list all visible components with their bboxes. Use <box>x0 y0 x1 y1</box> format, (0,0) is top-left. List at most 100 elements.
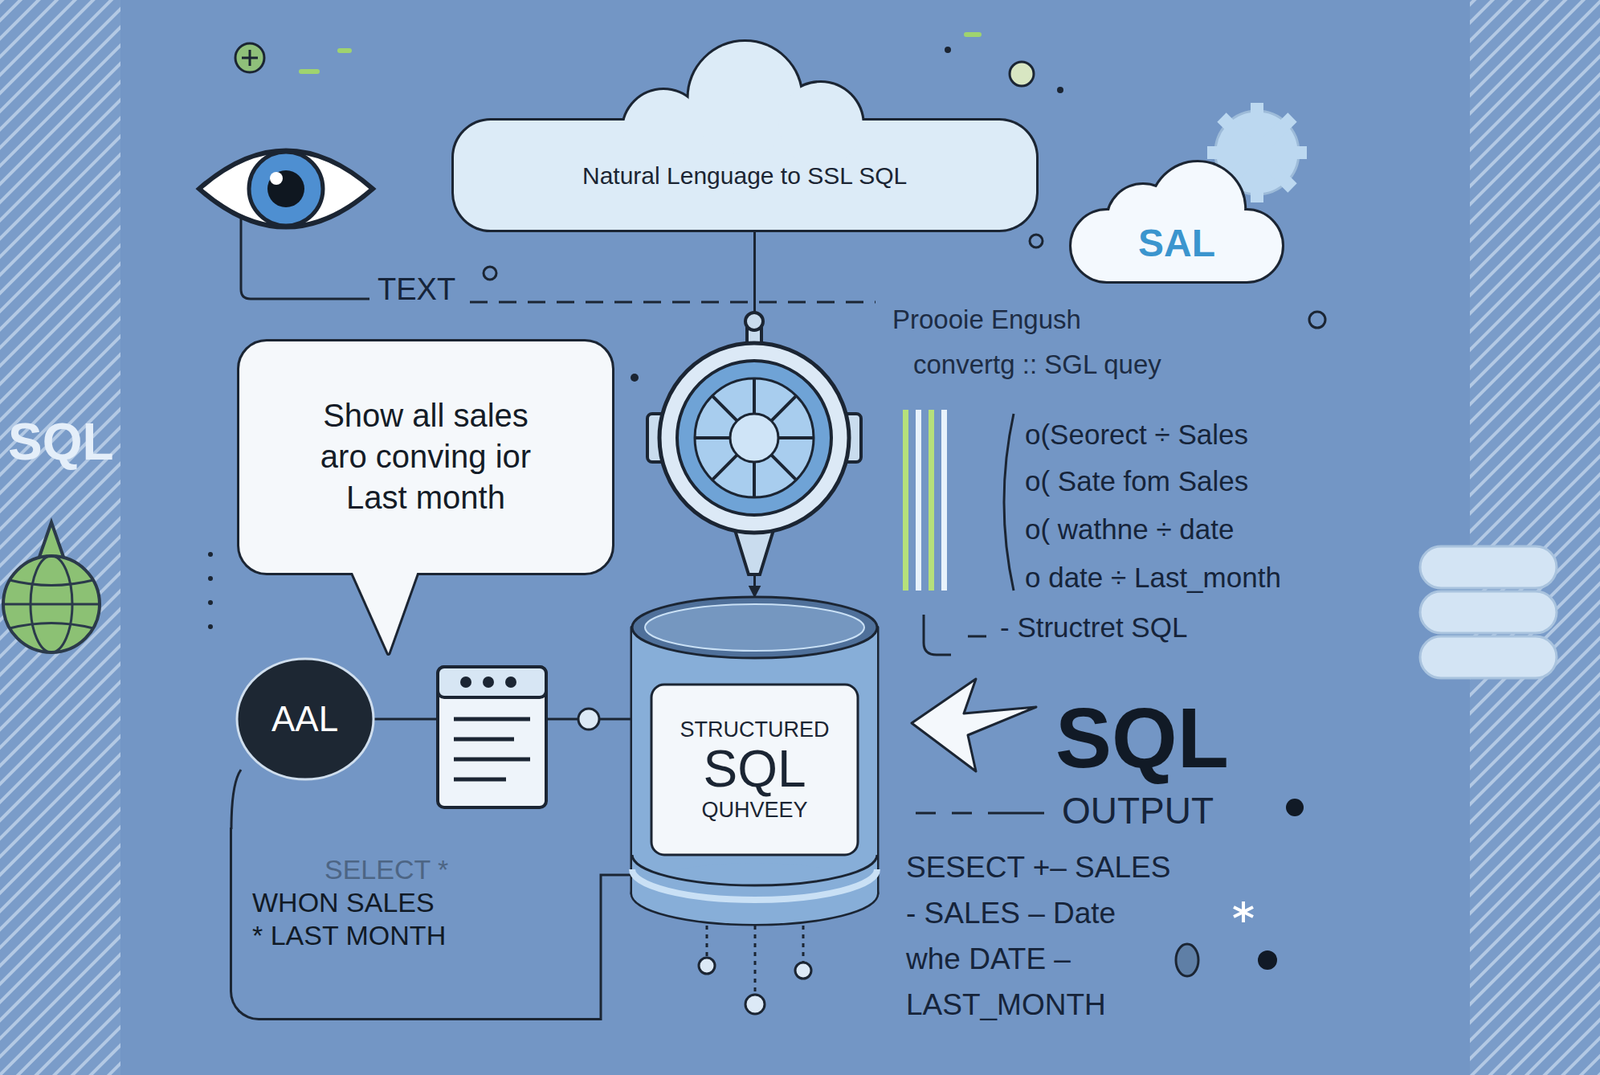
robot-icon <box>647 312 862 575</box>
db-title: SQL <box>680 742 830 796</box>
shape-group <box>236 658 374 780</box>
robot-wheel <box>694 378 814 498</box>
query-line: - SALES – Date <box>906 895 1116 931</box>
outline-stroke <box>632 627 878 924</box>
output-title: SQL <box>1055 695 1229 780</box>
leader-line <box>240 218 370 299</box>
db-heading: STRUCTURED <box>680 716 830 743</box>
title-cloud: Natural Lenguage to SSL SQL <box>453 40 1037 230</box>
bar <box>915 409 922 591</box>
dash-mark <box>298 69 320 74</box>
dash-line <box>915 812 1045 815</box>
node-dot <box>745 994 765 1014</box>
document-bar <box>437 666 547 698</box>
outline-stroke <box>453 41 1037 230</box>
shape-group <box>239 341 613 654</box>
ring-mark <box>1009 61 1034 86</box>
eye-pupil <box>267 170 305 208</box>
outline-fill <box>239 341 613 654</box>
circle-label: AAL <box>271 697 339 741</box>
striped-panel <box>1469 0 1600 1075</box>
dot-mark <box>1257 950 1278 970</box>
dot-mark <box>1057 86 1064 94</box>
plus-circle <box>235 43 265 73</box>
eye-highlight <box>269 171 283 185</box>
code-bars <box>902 409 947 591</box>
globe-parallels <box>3 579 100 629</box>
connector <box>583 874 633 1020</box>
stack-disk <box>1420 636 1557 678</box>
bar <box>941 409 947 591</box>
ring-mark <box>1029 234 1043 248</box>
eye-iris <box>248 151 323 226</box>
output-arrow <box>911 678 1037 772</box>
model-circle: AAL <box>236 658 374 780</box>
title-text: Natural Lenguage to SSL SQL <box>582 161 907 191</box>
bracket <box>1004 413 1014 591</box>
code-line: o(Seorect ÷ Sales <box>1024 417 1249 452</box>
node-dot <box>795 962 812 979</box>
note-text: Proooie Engush <box>892 303 1082 336</box>
output-subtitle: OUTPUT <box>1061 788 1214 833</box>
window-dot <box>460 676 472 688</box>
eye-outline <box>199 151 373 228</box>
document-page <box>437 666 547 808</box>
robot-ring <box>659 342 849 533</box>
outline-stroke <box>239 341 613 654</box>
code-line: o( wathne ÷ date <box>1024 512 1234 547</box>
robot-hub <box>730 413 779 462</box>
faded-query: SELECT * <box>324 853 451 886</box>
top-decoration <box>235 32 1326 382</box>
bar <box>928 409 935 591</box>
query-panel: SELECT *WHON SALES * LAST MONTH <box>229 827 584 1021</box>
dot-mark <box>208 600 213 605</box>
query-text: WHON SALES * LAST MONTH <box>252 885 451 952</box>
robot-face <box>677 360 832 515</box>
database-stack <box>1420 546 1557 678</box>
dashed-line <box>469 301 876 304</box>
query-line: SESECT +– SALES <box>906 849 1171 886</box>
outline-fill <box>632 627 878 924</box>
note-text: - Structret SQL <box>1000 610 1188 645</box>
window-dot <box>505 676 517 688</box>
document-icon <box>437 666 547 808</box>
code-line: o date ÷ Last_month <box>1024 560 1282 595</box>
dot-mark <box>208 551 213 557</box>
robot-spokes <box>694 378 814 498</box>
outline-stroke <box>1071 162 1282 282</box>
node-dot <box>698 957 715 974</box>
junction-dot <box>578 708 600 730</box>
dot-mark <box>630 373 639 382</box>
outline-fill <box>1071 162 1282 282</box>
globe-body <box>3 555 100 653</box>
ring-mark <box>1175 943 1199 976</box>
dot-mark <box>208 575 213 581</box>
ring-mark <box>1309 311 1326 328</box>
cloud-label: SAL <box>1138 220 1216 267</box>
shape-group <box>1071 162 1282 282</box>
dotted-column <box>208 551 213 629</box>
bracket-line <box>231 769 241 829</box>
shape-group <box>453 41 1037 230</box>
query-line: whe DATE – <box>906 941 1071 977</box>
prompt-text: Show all sales aro conving ior Last mont… <box>308 395 543 519</box>
bar <box>902 409 909 591</box>
dotted-line <box>706 925 804 995</box>
note-text: convertg :: SGL quey <box>913 348 1162 381</box>
striped-panel <box>0 0 121 1075</box>
dash-mark <box>963 32 982 37</box>
dot-mark <box>208 624 213 629</box>
code-line: o( Sate fom Sales <box>1024 464 1249 498</box>
database-cylinder: STRUCTUREDSQLQUHVEEY <box>632 596 878 924</box>
shape-group <box>632 596 878 924</box>
dash-mark <box>337 48 352 54</box>
document-lines <box>453 718 531 780</box>
eye-icon <box>199 151 373 228</box>
speech-bubble: Show all sales aro conving ior Last mont… <box>239 341 613 573</box>
sal-cloud: SAL <box>1071 160 1282 282</box>
globe-icon <box>3 522 100 653</box>
outline-fill <box>453 41 1037 230</box>
db-subtitle: QUHVEEY <box>680 796 830 823</box>
query-line: LAST_MONTH <box>906 987 1107 1023</box>
